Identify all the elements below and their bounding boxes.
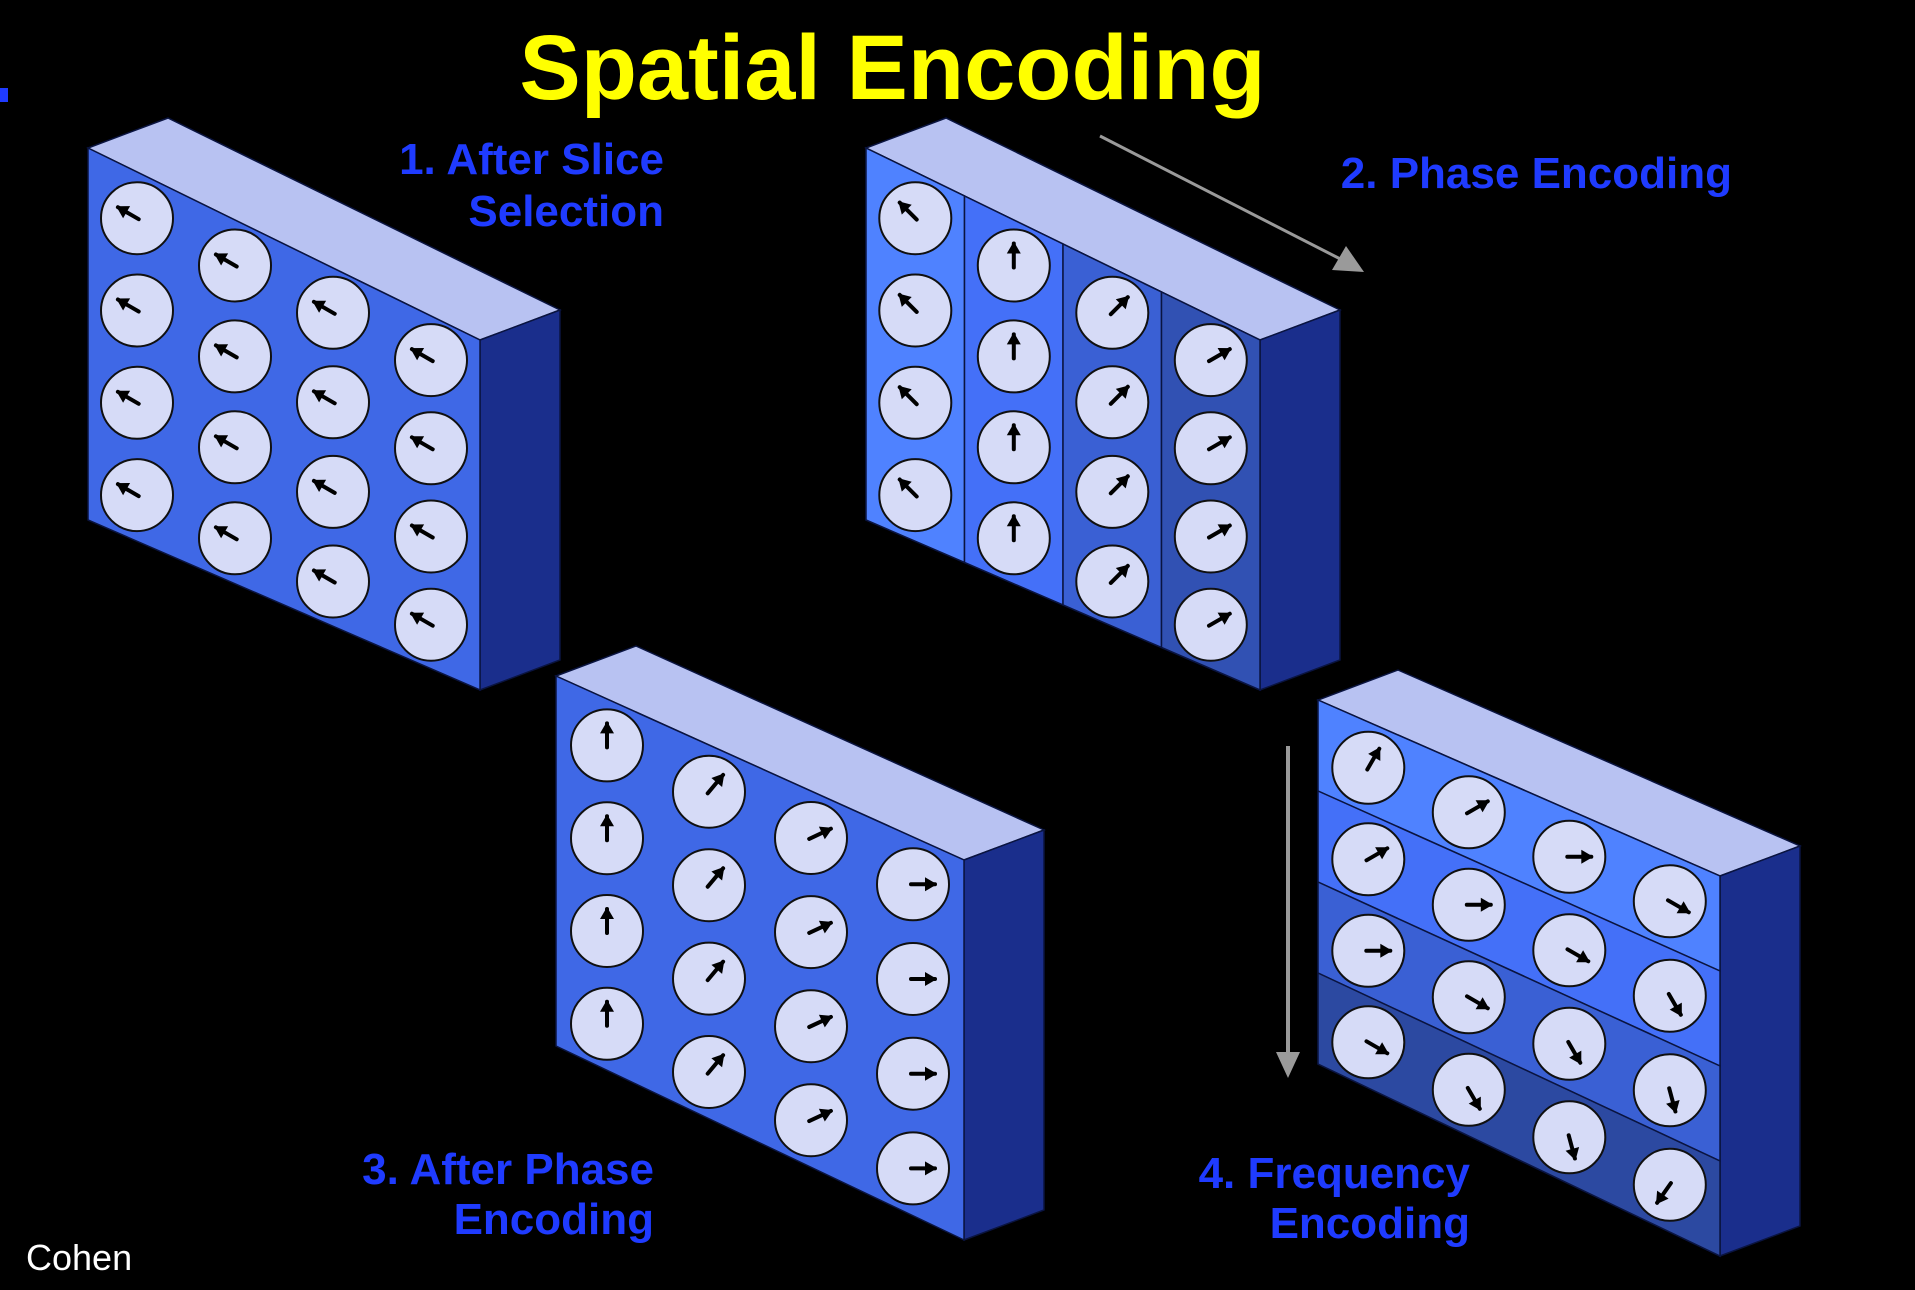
block-2-side-face bbox=[1259, 308, 1341, 692]
block-2-column-band bbox=[1160, 290, 1261, 692]
spin-arrow-head bbox=[116, 206, 131, 219]
spin-arrow-head bbox=[214, 526, 229, 539]
spin-arrow-head bbox=[1375, 847, 1389, 860]
panel-4-label-line-1: 4. Frequency bbox=[1198, 1149, 1470, 1198]
credit-text: Cohen bbox=[26, 1237, 133, 1278]
spin-arrow-head bbox=[1006, 332, 1021, 345]
panel-3-label-line-2: Encoding bbox=[453, 1195, 654, 1244]
spin-arrow-head bbox=[600, 814, 614, 827]
spin-arrow-head bbox=[410, 348, 425, 361]
diagram-title: Spatial Encoding bbox=[519, 17, 1266, 119]
spin-arrow-head bbox=[600, 999, 614, 1012]
panel-3-label: 3. After Phase Encoding bbox=[290, 1148, 654, 1242]
block-3-side-face bbox=[963, 828, 1045, 1242]
spin-arrow-head bbox=[1475, 997, 1490, 1010]
frequency-gradient-arrowhead bbox=[1276, 1052, 1300, 1078]
spin-arrow-head bbox=[1475, 800, 1490, 813]
spin-arrow-head bbox=[1380, 943, 1393, 958]
spin-arrow-head bbox=[410, 612, 425, 625]
spin-arrow-head bbox=[1115, 385, 1130, 399]
spin-arrow-head bbox=[1468, 1096, 1481, 1111]
spin-arrow-head bbox=[1217, 524, 1232, 537]
panel-3-label-line-1: 3. After Phase bbox=[362, 1145, 654, 1194]
spin-arrow-head bbox=[1375, 1042, 1389, 1055]
panel-4-label-line-2: Encoding bbox=[1269, 1199, 1470, 1248]
spin-arrow-head bbox=[898, 293, 912, 307]
panel-1-label: 1. After Slice Selection bbox=[300, 138, 664, 234]
phase-gradient-arrowhead bbox=[1332, 246, 1364, 272]
spin-arrow-head bbox=[818, 826, 833, 840]
spin-arrow-head bbox=[1217, 348, 1232, 361]
spin-arrow-head bbox=[1669, 1002, 1682, 1017]
spin-arrow-head bbox=[214, 435, 229, 448]
spin-arrow-head bbox=[1676, 901, 1691, 914]
spin-arrow-head bbox=[600, 721, 614, 734]
spin-arrow-head bbox=[214, 344, 229, 357]
spin-arrow-head bbox=[1006, 241, 1021, 254]
spin-arrow-head bbox=[116, 483, 131, 496]
spin-arrow-head bbox=[312, 479, 327, 492]
spin-arrow-head bbox=[410, 436, 425, 449]
spin-arrow-head bbox=[925, 1161, 937, 1176]
spin-arrow-head bbox=[818, 1014, 833, 1028]
block-4-side-face bbox=[1719, 844, 1801, 1258]
spin-arrow-head bbox=[410, 524, 425, 537]
spin-arrow-head bbox=[312, 569, 327, 582]
spin-arrow-head bbox=[925, 1066, 937, 1081]
spin-arrow-head bbox=[1656, 1190, 1669, 1205]
panel-2-label-line-1: 2. Phase Encoding bbox=[1340, 149, 1732, 198]
spin-arrow-head bbox=[1581, 849, 1594, 864]
spin-arrow-head bbox=[312, 300, 327, 313]
block-3-front-face bbox=[555, 674, 965, 1242]
spin-arrow-head bbox=[1569, 1050, 1582, 1065]
panel-1-label-line-1: 1. After Slice bbox=[399, 135, 664, 184]
spin-arrow-head bbox=[1576, 950, 1590, 963]
panel-1-label-line-2: Selection bbox=[468, 187, 664, 236]
spin-arrow-head bbox=[818, 1108, 833, 1122]
spin-arrow-head bbox=[1217, 436, 1232, 449]
block-1-front-face bbox=[87, 146, 481, 692]
panel-4-label: 4. Frequency Encoding bbox=[1130, 1152, 1470, 1246]
spin-arrow-head bbox=[711, 866, 725, 881]
spin-arrow-head bbox=[898, 478, 912, 492]
panel-2-label: 2. Phase Encoding bbox=[1280, 152, 1732, 196]
spin-arrow-head bbox=[600, 907, 614, 919]
spin-arrow-head bbox=[1217, 612, 1232, 625]
spin-arrow-head bbox=[1115, 474, 1130, 489]
spin-arrow-head bbox=[116, 390, 131, 403]
spin-arrow-head bbox=[116, 298, 131, 311]
spin-arrow-head bbox=[1666, 1100, 1680, 1114]
spin-arrow-head bbox=[711, 1053, 725, 1068]
block-1-side-face bbox=[479, 308, 561, 692]
spin-arrow-head bbox=[1565, 1147, 1580, 1161]
block-4-row-band bbox=[1317, 971, 1721, 1258]
spin-arrow-head bbox=[925, 972, 937, 986]
spin-arrow-head bbox=[1115, 295, 1130, 310]
spin-arrow-head bbox=[1480, 897, 1493, 912]
spin-arrow-head bbox=[898, 385, 912, 400]
spin-arrow-head bbox=[312, 390, 327, 403]
spin-arrow-head bbox=[1115, 564, 1130, 578]
edge-mark bbox=[0, 88, 8, 102]
phase-gradient-arrow-line bbox=[1099, 134, 1355, 268]
spin-arrow-head bbox=[214, 253, 229, 266]
spin-arrow-head bbox=[1006, 423, 1021, 436]
spin-arrow-head bbox=[898, 201, 912, 215]
spin-arrow-head bbox=[1006, 514, 1021, 527]
spin-arrow-head bbox=[925, 877, 937, 892]
spin-arrow-head bbox=[711, 773, 725, 787]
spin-arrow-head bbox=[711, 960, 725, 974]
spin-arrow-head bbox=[818, 920, 833, 934]
spin-arrow-head bbox=[1368, 747, 1381, 761]
